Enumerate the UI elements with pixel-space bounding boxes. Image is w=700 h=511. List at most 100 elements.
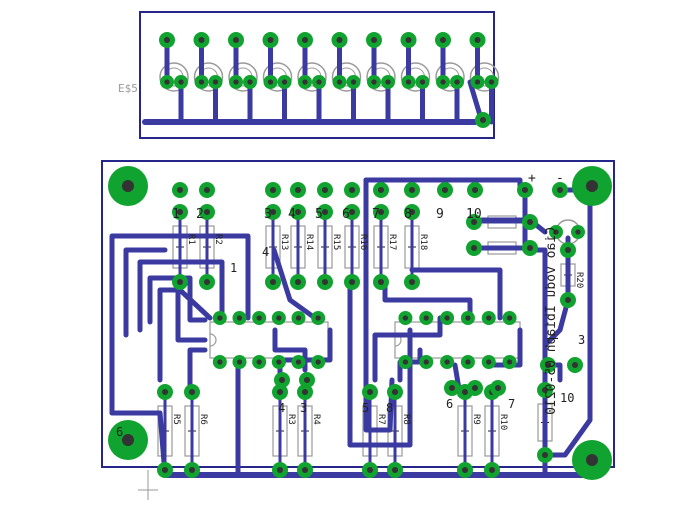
label-bottom-g: 10 xyxy=(560,391,574,405)
drill-hole xyxy=(402,315,409,321)
drill-hole xyxy=(419,79,426,85)
drill-hole xyxy=(377,278,385,286)
drill-hole xyxy=(366,466,374,474)
drill-hole xyxy=(465,315,471,321)
drill-hole xyxy=(488,466,496,474)
terminal-label-5: 5 xyxy=(315,207,323,222)
led-outline xyxy=(262,62,293,92)
label-bottom-b: 3 xyxy=(300,401,307,415)
led-outline xyxy=(297,62,327,92)
drill-hole xyxy=(405,36,412,44)
label-left-mid: 4 xyxy=(262,245,269,259)
label-bottom-c: 5 xyxy=(362,401,369,415)
drill-hole xyxy=(366,388,374,396)
drill-hole xyxy=(232,36,240,44)
ic-1-body xyxy=(209,321,329,359)
drill-hole xyxy=(441,186,449,194)
drill-hole xyxy=(408,186,416,194)
drill-hole xyxy=(440,79,446,85)
drill-hole xyxy=(479,116,487,124)
top-board-label: E$5 xyxy=(118,82,138,95)
drill-hole xyxy=(423,315,429,321)
resistor-r2-designator: R2 xyxy=(213,234,223,245)
drill-hole xyxy=(408,278,416,286)
terminal-plus-label: + xyxy=(528,171,536,186)
drill-hole xyxy=(233,79,239,85)
drill-hole xyxy=(267,79,274,85)
drill-hole xyxy=(371,79,377,85)
drill-hole xyxy=(316,79,322,85)
drill-hole xyxy=(521,186,529,194)
label-bottom-left: 6 xyxy=(116,425,123,439)
label-right-mid: 3 xyxy=(578,333,585,347)
drill-hole xyxy=(470,218,478,226)
resistor-r8-designator: R8 xyxy=(401,414,411,425)
drill-hole xyxy=(448,384,456,392)
label-bottom-f: 7 xyxy=(508,397,515,411)
drill-hole xyxy=(391,388,399,396)
label-bottom-d: 8 xyxy=(386,401,393,415)
label-bottom-e: 6 xyxy=(446,397,453,411)
drill-hole xyxy=(423,359,429,365)
board-signature: Ciao vodu Ibiaph 05-0210 xyxy=(544,227,559,415)
resistor-r14-designator: R14 xyxy=(304,234,314,250)
main-board-outline xyxy=(101,160,615,468)
trace-left-6 xyxy=(187,347,208,393)
resistor-r13-designator: R13 xyxy=(279,234,289,250)
drill-hole xyxy=(544,361,552,369)
drill-hole xyxy=(294,186,302,194)
led-outline xyxy=(469,62,500,92)
drill-hole xyxy=(471,384,479,392)
drill-hole xyxy=(461,388,469,396)
drill-hole xyxy=(377,186,385,194)
drill-hole xyxy=(294,278,302,286)
drill-hole xyxy=(236,359,243,365)
drill-hole xyxy=(575,229,581,235)
ic-1-notch xyxy=(209,333,217,347)
drill-hole xyxy=(439,36,447,44)
trace-center-5 xyxy=(372,315,443,383)
mounting-drill xyxy=(122,434,134,446)
led-outline xyxy=(193,62,224,92)
drill-hole xyxy=(203,208,211,216)
trace-center-1 xyxy=(363,177,395,433)
resistor-r17-designator: R17 xyxy=(387,234,397,250)
drill-hole xyxy=(276,315,282,321)
led-outline xyxy=(366,62,396,92)
drill-hole xyxy=(541,386,549,394)
drill-hole xyxy=(198,79,205,85)
terminal-label-1: 1 xyxy=(172,207,180,222)
terminal-label-4: 4 xyxy=(288,207,296,222)
drill-hole xyxy=(247,79,253,85)
drill-hole xyxy=(391,466,399,474)
drill-hole xyxy=(494,384,502,392)
drill-hole xyxy=(163,36,171,44)
drill-hole xyxy=(301,466,309,474)
drill-hole xyxy=(176,208,184,216)
drill-hole xyxy=(295,315,302,321)
drill-hole xyxy=(470,244,478,252)
drill-hole xyxy=(267,36,274,44)
drill-hole xyxy=(203,186,211,194)
drill-hole xyxy=(474,79,481,85)
resistor-r10-designator: R10 xyxy=(498,414,508,430)
drill-hole xyxy=(454,79,460,85)
drill-hole xyxy=(178,79,184,85)
drill-hole xyxy=(256,359,262,365)
drill-hole xyxy=(465,359,471,365)
drill-hole xyxy=(348,208,356,216)
drill-hole xyxy=(303,376,311,384)
resistor-r4-designator: R4 xyxy=(311,414,321,425)
terminal-label-3: 3 xyxy=(264,207,272,222)
left-ground xyxy=(109,410,168,478)
drill-hole xyxy=(348,186,356,194)
resistor-r20-designator: R20 xyxy=(574,272,584,288)
drill-hole xyxy=(564,246,572,254)
drill-hole xyxy=(336,79,343,85)
trace-left-4 xyxy=(147,275,208,325)
drill-hole xyxy=(336,36,343,44)
led-outline xyxy=(228,62,258,92)
drill-hole xyxy=(276,466,284,474)
led-outline xyxy=(159,62,189,92)
drill-hole xyxy=(405,79,412,85)
